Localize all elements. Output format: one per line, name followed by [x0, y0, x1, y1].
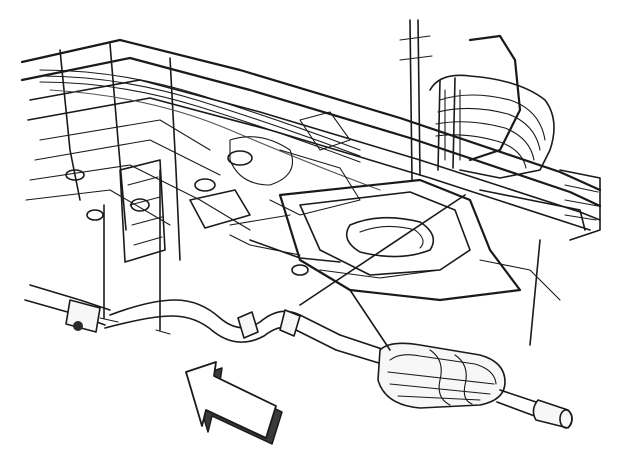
- hanger-callout-lines: [99, 169, 541, 351]
- callout-line: [299, 194, 466, 306]
- center-pan-assembly: [229, 178, 561, 302]
- vehicle-frame: [20, 19, 602, 263]
- rear-hanger-bracket: [429, 34, 601, 241]
- callout-line: [529, 239, 541, 346]
- front-direction-arrow-icon: [185, 361, 283, 445]
- callout-line: [349, 289, 391, 351]
- tailpipe-tip: [532, 399, 573, 429]
- exhaust-system: [24, 284, 573, 429]
